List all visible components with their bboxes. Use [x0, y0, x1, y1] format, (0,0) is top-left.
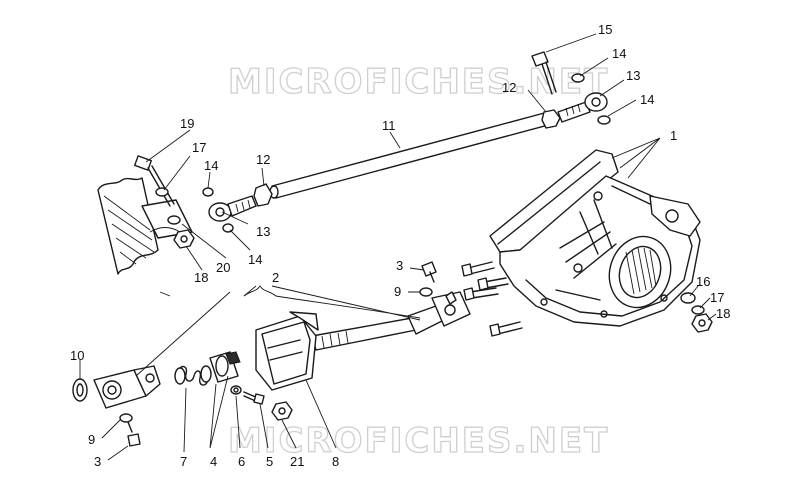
callout-1: 1 [670, 128, 677, 143]
callout-15: 15 [598, 22, 612, 37]
rod-end-13-right [557, 92, 608, 123]
spacer-14-c [571, 73, 585, 83]
callout-13-left: 13 [256, 224, 270, 239]
callout-18-right: 18 [716, 306, 730, 321]
washer-9-rear [119, 413, 133, 423]
nut-18-right [691, 313, 713, 333]
leader-lines [79, 33, 717, 461]
callout-14-d: 14 [640, 92, 654, 107]
callout-13-right: 13 [626, 68, 640, 83]
screw-5 [243, 391, 265, 405]
callout-19: 19 [180, 116, 194, 131]
callout-11: 11 [382, 118, 396, 133]
callout-12-left: 12 [256, 152, 270, 167]
callout-5: 5 [266, 454, 273, 469]
bolt-15 [531, 51, 557, 95]
bolt-19 [134, 155, 175, 207]
spacer-14-b [222, 223, 234, 233]
frame-tube-section [97, 177, 193, 275]
oil-seal-10 [72, 378, 88, 402]
lock-nut-12-left [253, 183, 273, 207]
reaction-rod-11 [269, 111, 553, 199]
callout-9-front: 9 [394, 284, 401, 299]
washer-17-right [691, 305, 705, 315]
callout-9-rear: 9 [88, 432, 95, 447]
callout-labels: 1 2 3 3 4 5 6 7 8 9 9 10 11 12 12 13 13 … [70, 22, 730, 469]
coupling-sleeve-4 [209, 351, 241, 383]
universal-joint-front [407, 291, 471, 335]
bracket-2 [243, 285, 421, 319]
callout-14-c: 14 [612, 46, 626, 61]
washer-16 [680, 292, 696, 304]
boot-8 [255, 311, 319, 391]
callout-7: 7 [180, 454, 187, 469]
callout-8: 8 [332, 454, 339, 469]
lock-nut-12-right [541, 109, 561, 129]
callout-16: 16 [696, 274, 710, 289]
drive-shaft-2 [311, 317, 417, 351]
callout-14-b: 14 [248, 252, 262, 267]
nut-18-left [173, 229, 195, 249]
callout-17-left: 17 [192, 140, 206, 155]
callout-18-left: 18 [194, 270, 208, 285]
callout-12-right: 12 [502, 80, 516, 95]
callout-20: 20 [216, 260, 230, 275]
universal-joint-rear-10 [93, 365, 161, 409]
callout-4: 4 [210, 454, 217, 469]
callout-3-front: 3 [396, 258, 403, 273]
washer-20 [167, 215, 181, 225]
watermark-bottom: MICROFICHES.NET [228, 421, 609, 461]
nut-21 [271, 401, 293, 421]
callout-10: 10 [70, 348, 84, 363]
callout-17-right: 17 [710, 290, 724, 305]
callout-2: 2 [272, 270, 279, 285]
bolt-3-front [421, 261, 437, 283]
callout-6: 6 [238, 454, 245, 469]
rod-end-13-left [208, 195, 257, 222]
spring-7 [174, 365, 212, 386]
watermark-top: MICROFICHES.NET [228, 62, 609, 102]
bolt-3-rear [127, 421, 141, 447]
washer-17-left [155, 187, 169, 197]
callout-21: 21 [290, 454, 304, 469]
spacer-14-a [202, 187, 214, 197]
washer-9-front [419, 287, 433, 297]
spacer-14-d [597, 115, 611, 125]
callout-3-rear: 3 [94, 454, 101, 469]
swingarm-gearbox-1 [489, 149, 701, 327]
studs-gearbox [461, 261, 523, 337]
screw-6 [230, 385, 242, 395]
callout-14-a: 14 [204, 158, 218, 173]
